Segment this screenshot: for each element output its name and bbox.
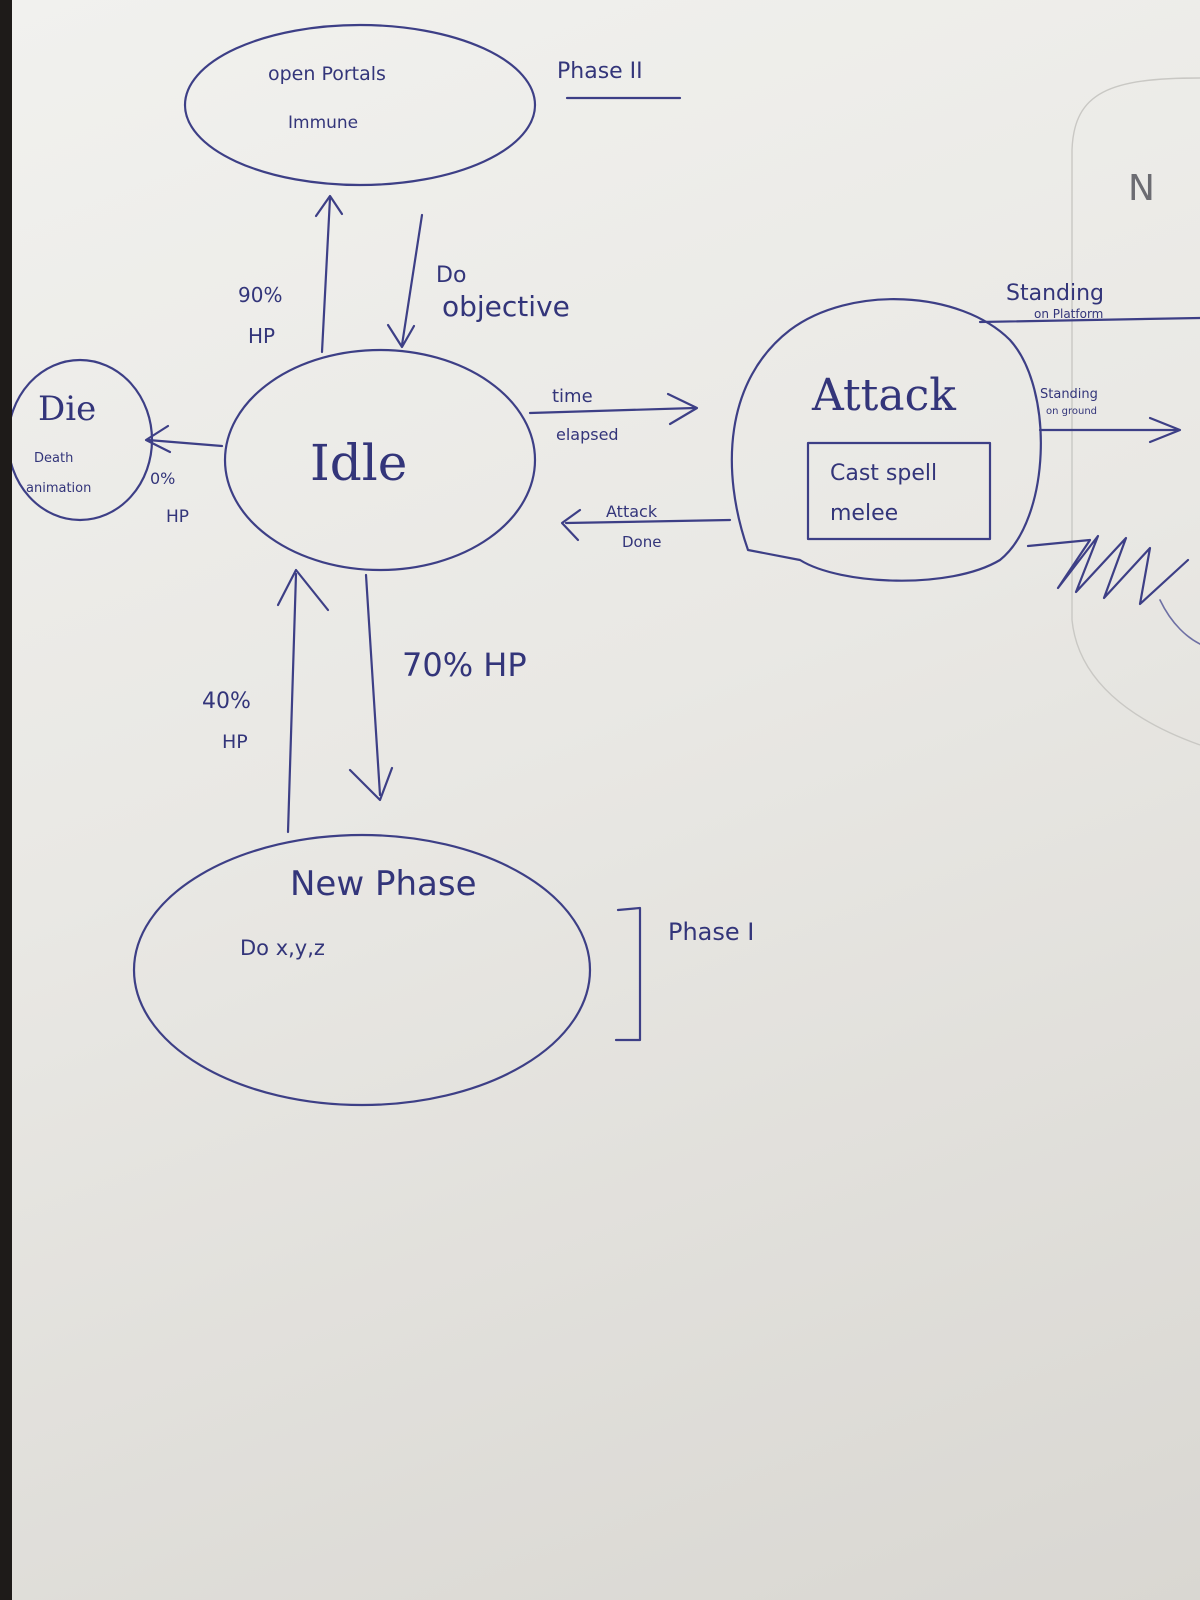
arrow-idle-to-portals (320, 196, 332, 354)
paper-sheet (12, 0, 1200, 1600)
new-phase-actions: Do x,y,z (240, 936, 325, 960)
phase-i-label: Phase I (668, 918, 754, 946)
arrow-new-phase-to-idle (286, 572, 298, 834)
arrow-idle-to-attack (528, 406, 697, 415)
die-title: Die (38, 389, 96, 429)
label-attack: Attack (606, 502, 658, 521)
arrowhead-to-attack (666, 392, 699, 426)
state-idle (223, 348, 537, 572)
label-0-hp: 0% (150, 469, 175, 488)
label-standing-ground: Standing (1040, 387, 1098, 402)
melee-label: melee (830, 501, 898, 526)
death-label: Death (34, 451, 73, 466)
arrow-idle-to-new-phase (364, 573, 382, 797)
arrowhead-attack-done (560, 508, 582, 542)
label-90-hp: 90% (238, 283, 282, 307)
animation-label: animation (26, 481, 91, 496)
label-on-platform: on Platform (1034, 307, 1103, 321)
arrowhead-to-portals (314, 194, 344, 218)
label-done: Done (622, 533, 661, 551)
label-70-hp: 70% HP (402, 646, 527, 684)
state-die (12, 358, 154, 522)
phase-ii-label: Phase II (557, 59, 643, 84)
attack-title: Attack (811, 370, 956, 421)
label-do: Do (436, 263, 466, 288)
arrow-portals-to-idle (400, 213, 424, 347)
label-40-hp: 40% (202, 689, 251, 714)
label-elapsed: elapsed (556, 425, 619, 444)
label-on-ground: on ground (1046, 406, 1097, 417)
arrow-standing-platform (978, 316, 1200, 324)
label-objective: objective (442, 290, 570, 323)
phase-i-bracket (614, 906, 642, 1042)
label-40-hp-unit: HP (222, 731, 248, 753)
label-time: time (552, 386, 593, 407)
label-90-hp-unit: HP (248, 324, 275, 348)
state-attack (730, 298, 1042, 582)
state-new-phase (132, 833, 592, 1107)
open-portals-label: open Portals (268, 63, 386, 85)
state-open-portals (183, 23, 537, 187)
offpage-partial-stroke (1159, 599, 1200, 645)
offpage-outline (1071, 77, 1200, 746)
arrow-idle-to-die (146, 438, 224, 448)
scribbled-arrow (1026, 534, 1190, 606)
offpage-partial-label: N (1128, 168, 1155, 209)
arrowhead-40-hp (276, 568, 330, 612)
label-0-hp-unit: HP (166, 507, 189, 527)
immune-label: Immune (288, 113, 358, 133)
cast-spell-label: Cast spell (830, 461, 937, 486)
arrowhead-to-new-phase (348, 766, 394, 802)
arrow-attack-to-idle (564, 518, 732, 525)
label-standing-platform: Standing (1006, 281, 1104, 306)
arrowhead-standing-ground (1148, 416, 1182, 444)
arrowhead-to-die (144, 424, 172, 454)
arrowhead-to-idle (386, 323, 416, 349)
attack-actions-box (806, 441, 992, 541)
new-phase-title: New Phase (290, 864, 477, 904)
idle-title: Idle (310, 434, 407, 492)
